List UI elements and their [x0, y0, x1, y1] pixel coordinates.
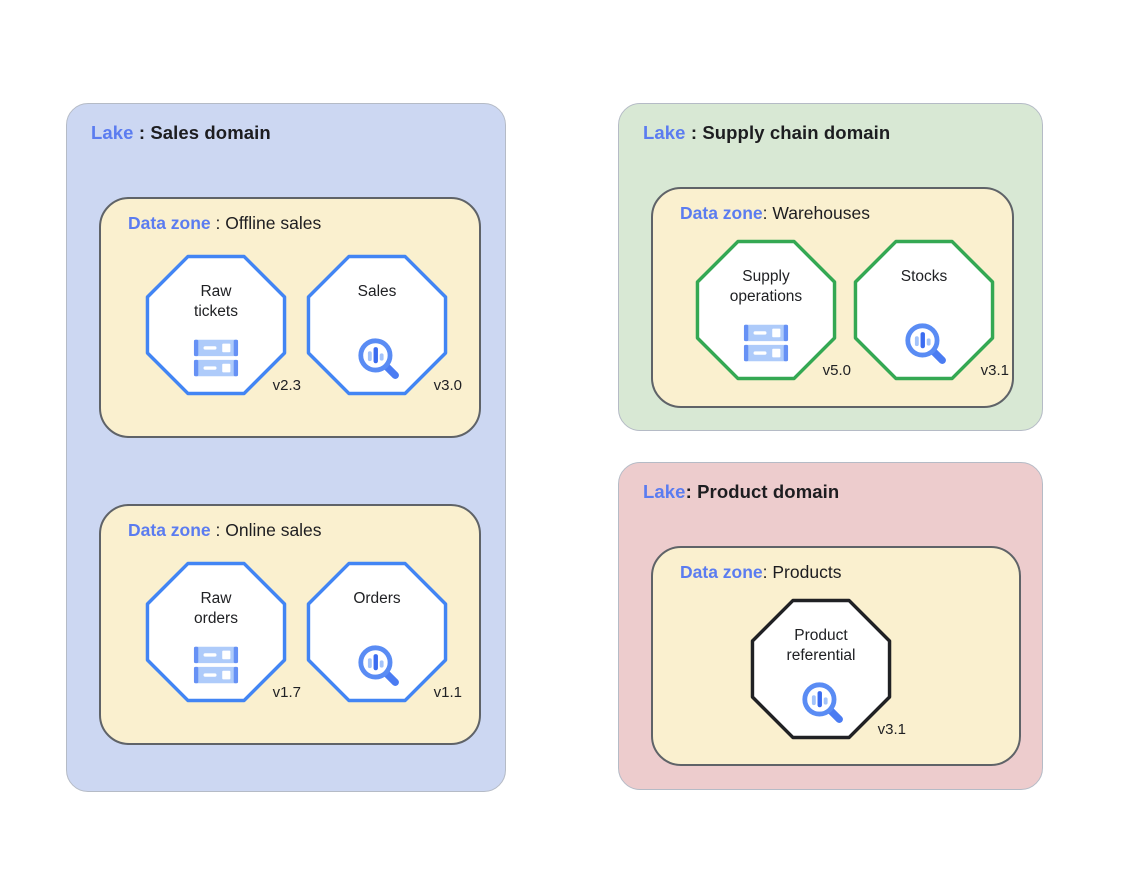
lake-sales-domain: Lake : Sales domain Data zone : Offline … — [66, 103, 506, 792]
storage-icon — [743, 323, 789, 363]
zone-products: Data zone: Products Product referential … — [651, 546, 1021, 766]
zone-title-prefix: Data zone — [680, 562, 763, 582]
lake-title-prefix: Lake — [643, 122, 686, 143]
octagon-shape — [750, 598, 892, 740]
zone-title: Data zone : Online sales — [128, 520, 322, 541]
octagon-shape — [145, 254, 287, 396]
entity-label: Supply operations — [729, 268, 803, 306]
entity-version: v3.1 — [980, 362, 1009, 379]
entity-product-referential: Product referential v3.1 — [750, 598, 906, 740]
entity-label: Sales — [357, 283, 397, 300]
entity-label: Raw tickets — [194, 283, 238, 321]
entity-version: v3.0 — [433, 377, 462, 394]
entity-raw-orders: Raw orders v1.7 — [145, 561, 301, 703]
storage-icon — [193, 645, 239, 685]
zone-warehouses: Data zone: Warehouses Supply operations … — [651, 187, 1014, 408]
entity-version: v1.7 — [272, 684, 301, 701]
lake-title-prefix: Lake — [91, 122, 134, 143]
lake-title-prefix: Lake — [643, 481, 686, 502]
entity-label: Raw orders — [194, 590, 238, 628]
lake-supply-chain-domain: Lake : Supply chain domain Data zone: Wa… — [618, 103, 1043, 431]
entity-orders: Orders v1.1 — [306, 561, 462, 703]
lake-title-name: : Supply chain domain — [685, 122, 891, 143]
lake-title-name: : Sales domain — [133, 122, 271, 143]
entity-version: v5.0 — [822, 362, 851, 379]
entity-supply-operations: Supply operations v5.0 — [695, 239, 851, 381]
zone-title-name: : Online sales — [210, 520, 322, 540]
entity-label: Product referential — [786, 627, 856, 665]
zone-title-prefix: Data zone — [128, 213, 211, 233]
search-insights-icon — [354, 334, 400, 380]
search-insights-icon — [354, 641, 400, 687]
entity-label: Orders — [353, 590, 401, 607]
entity-version: v3.1 — [877, 721, 906, 738]
zone-title: Data zone: Products — [680, 562, 841, 583]
lake-product-domain: Lake: Product domain Data zone: Products… — [618, 462, 1043, 790]
zone-title-name: : Warehouses — [762, 203, 870, 223]
zone-title: Data zone : Offline sales — [128, 213, 321, 234]
zone-offline-sales: Data zone : Offline sales Raw tickets v2… — [99, 197, 481, 438]
zone-title-prefix: Data zone — [680, 203, 763, 223]
search-insights-icon — [798, 678, 844, 724]
entity-version: v1.1 — [433, 684, 462, 701]
octagon-shape — [695, 239, 837, 381]
octagon-shape — [853, 239, 995, 381]
zone-title-name: : Offline sales — [210, 213, 322, 233]
zone-title: Data zone: Warehouses — [680, 203, 870, 224]
lake-title: Lake : Sales domain — [91, 122, 271, 144]
octagon-shape — [306, 254, 448, 396]
search-insights-icon — [901, 319, 947, 365]
zone-title-prefix: Data zone — [128, 520, 211, 540]
entity-sales: Sales v3.0 — [306, 254, 462, 396]
zone-online-sales: Data zone : Online sales Raw orders v1.7… — [99, 504, 481, 745]
storage-icon — [193, 338, 239, 378]
octagon-shape — [145, 561, 287, 703]
zone-title-name: : Products — [762, 562, 842, 582]
entity-label: Stocks — [900, 268, 948, 285]
entity-version: v2.3 — [272, 377, 301, 394]
lake-title-name: : Product domain — [685, 481, 840, 502]
entity-raw-tickets: Raw tickets v2.3 — [145, 254, 301, 396]
lake-title: Lake : Supply chain domain — [643, 122, 890, 144]
lake-title: Lake: Product domain — [643, 481, 839, 503]
octagon-shape — [306, 561, 448, 703]
entity-stocks: Stocks v3.1 — [853, 239, 1009, 381]
